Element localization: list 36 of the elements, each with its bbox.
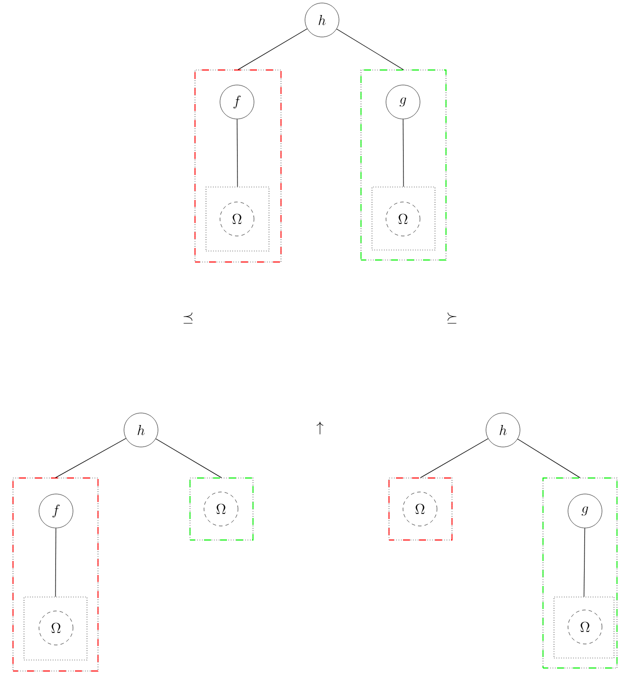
connector-line — [236, 118, 238, 187]
dash-dot-box — [12, 478, 98, 672]
connector-line — [402, 118, 404, 187]
dashed-circle-node: $\Omega$ — [386, 202, 420, 236]
circle-node: $f$ — [38, 494, 74, 528]
dotted-box — [206, 186, 270, 252]
dashed-circle-node: $\Omega$ — [204, 492, 238, 526]
connector-line — [420, 438, 488, 478]
relation-symbol: $\preceq$ — [184, 312, 192, 324]
circle-node: $h$ — [124, 412, 158, 448]
dashed-circle-node: $\Omega$ — [568, 610, 602, 644]
connector-line — [55, 438, 126, 478]
dash-dot-box — [542, 478, 618, 668]
dashed-circle-node: $\Omega$ — [220, 202, 254, 236]
dotted-box — [372, 186, 436, 250]
dash-dot-box — [194, 70, 282, 262]
dash-dot-box — [190, 478, 254, 540]
dash-dot-box — [388, 478, 452, 540]
connector-line — [156, 438, 222, 478]
dotted-box — [554, 596, 614, 658]
relation-symbol: $\uparrow$ — [316, 422, 324, 434]
relation-symbol: $\succeq$ — [448, 312, 456, 324]
circle-node: $g$ — [386, 84, 420, 120]
dashed-circle-node: $\Omega$ — [402, 492, 438, 526]
circle-node: $g$ — [568, 494, 602, 528]
dotted-box — [24, 596, 88, 660]
connector-line — [584, 528, 586, 597]
connector-line — [238, 28, 308, 70]
circle-node: $f$ — [220, 84, 254, 120]
circle-node: $h$ — [486, 412, 520, 448]
dashed-circle-node: $\Omega$ — [38, 610, 74, 646]
dash-dot-box — [360, 70, 446, 260]
connector-line — [55, 528, 56, 597]
circle-node: $h$ — [304, 2, 340, 38]
connector-line — [517, 438, 580, 478]
connector-line — [336, 28, 404, 70]
